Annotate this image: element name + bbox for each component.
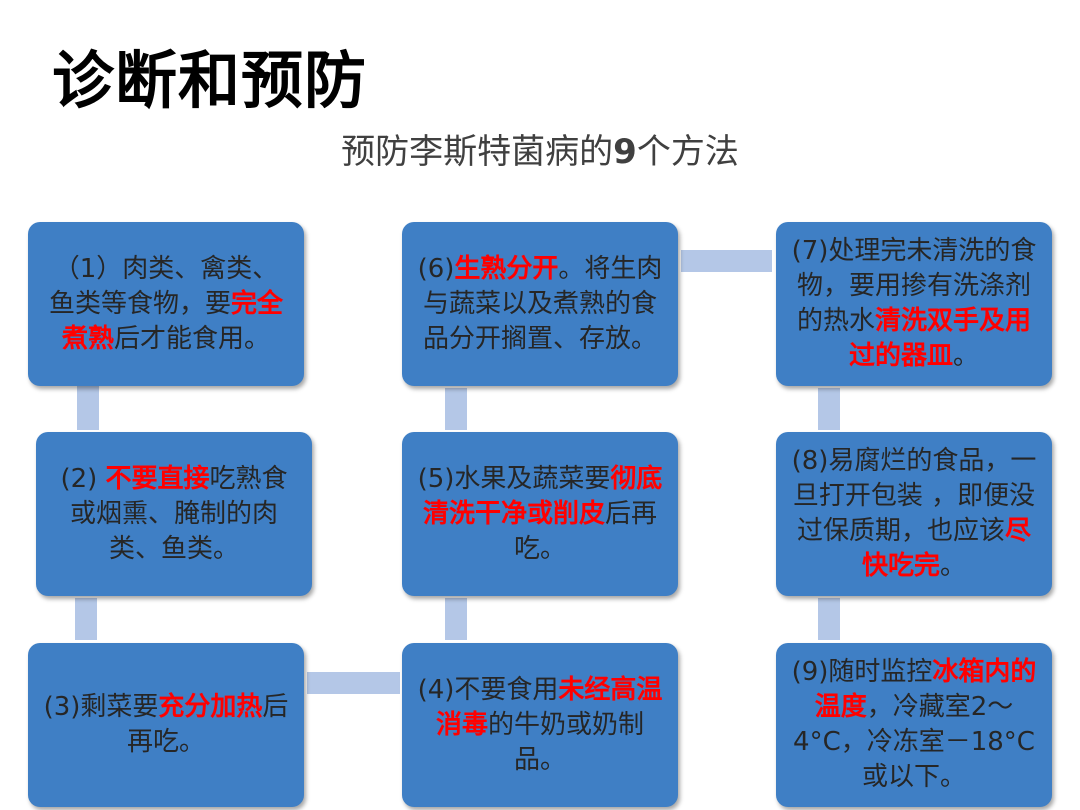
method-box-6: (6)生熟分开。将生肉与蔬菜以及煮熟的食品分开搁置、存放。: [402, 222, 678, 386]
body-text: (5)水果及蔬菜要: [417, 463, 611, 494]
highlight-text: 生熟分开: [454, 253, 559, 284]
connector-7-8: [818, 388, 840, 430]
subtitle-post: 个方法: [636, 132, 739, 172]
highlight-text: 完全煮熟: [61, 288, 284, 354]
method-box-3: (3)剩菜要充分加热后再吃。: [28, 643, 304, 807]
method-text-4: (4)不要食用未经高温消毒的牛奶或奶制品。: [416, 673, 664, 778]
method-text-2: (2) 不要直接吃熟食或烟熏、腌制的肉类、鱼类。: [50, 462, 298, 567]
body-text: 。: [953, 341, 980, 371]
method-text-5: (5)水果及蔬菜要彻底清洗干净或削皮后再吃。: [416, 462, 664, 567]
subtitle-number: 9: [613, 132, 637, 172]
body-text: (3)剩菜要: [43, 692, 159, 722]
connector-3-4: [307, 672, 400, 694]
method-text-8: (8)易腐烂的食品，一旦打开包装 ，即便没过保质期，也应该尽快吃完。: [790, 444, 1038, 584]
body-text: 。: [940, 551, 967, 581]
connector-5-6: [445, 388, 467, 430]
method-box-9: (9)随时监控冰箱内的温度，冷藏室2～4°C，冷冻室－18°C或以下。: [776, 643, 1052, 807]
page-title: 诊断和预防: [52, 44, 368, 117]
body-text: (4)不要食用: [417, 674, 559, 705]
connector-4-5: [445, 598, 467, 640]
highlight-text: 冰箱内的温度: [814, 657, 1037, 722]
connector-2-3: [75, 598, 97, 640]
body-text: 。将生肉与蔬菜以及煮熟的食品分开搁置、存放。: [422, 253, 663, 354]
method-text-7: (7)处理完未清洗的食物，要用掺有洗涤剂的热水清洗双手及用过的器皿。: [790, 234, 1038, 374]
method-text-3: (3)剩菜要充分加热后再吃。: [42, 690, 290, 760]
method-box-5: (5)水果及蔬菜要彻底清洗干净或削皮后再吃。: [402, 432, 678, 596]
method-text-9: (9)随时监控冰箱内的温度，冷藏室2～4°C，冷冻室－18°C或以下。: [790, 655, 1038, 795]
body-text: (8)易腐烂的食品，一旦打开包装 ，即便没过保质期，也应该: [791, 446, 1037, 546]
body-text: (6): [417, 253, 455, 284]
connector-6-7: [681, 250, 772, 272]
highlight-text: 彻底清洗干净或削皮: [422, 463, 663, 529]
method-box-1: （1）肉类、禽类、鱼类等食物，要完全煮熟后才能食用。: [28, 222, 304, 386]
body-text: 后才能食用。: [114, 323, 271, 354]
highlight-text: 不要直接: [105, 463, 210, 494]
highlight-text: 清洗双手及用过的器皿: [848, 306, 1032, 371]
body-text: 吃熟食或烟熏、腌制的肉类、鱼类。: [69, 463, 288, 564]
method-box-2: (2) 不要直接吃熟食或烟熏、腌制的肉类、鱼类。: [36, 432, 312, 596]
subtitle: 预防李斯特菌病的9个方法: [0, 124, 1080, 173]
method-text-6: (6)生熟分开。将生肉与蔬菜以及煮熟的食品分开搁置、存放。: [416, 252, 664, 357]
highlight-text: 充分加热: [158, 692, 263, 722]
connector-1-2: [77, 386, 99, 430]
body-text: ，冷藏室2～4°C，冷冻室－18°C或以下。: [793, 692, 1035, 792]
body-text: (7)处理完未清洗的食物，要用掺有洗涤剂的热水: [791, 236, 1037, 336]
highlight-text: 未经高温消毒: [435, 674, 663, 740]
body-text: 的牛奶或奶制品。: [488, 709, 645, 775]
body-text: 后再吃。: [513, 498, 658, 564]
connector-8-9: [818, 598, 840, 640]
method-box-7: (7)处理完未清洗的食物，要用掺有洗涤剂的热水清洗双手及用过的器皿。: [776, 222, 1052, 386]
method-box-4: (4)不要食用未经高温消毒的牛奶或奶制品。: [402, 643, 678, 807]
subtitle-pre: 预防李斯特菌病的: [341, 132, 614, 172]
method-box-8: (8)易腐烂的食品，一旦打开包装 ，即便没过保质期，也应该尽快吃完。: [776, 432, 1052, 596]
body-text: （1）肉类、禽类、鱼类等食物，要: [48, 253, 279, 319]
body-text: 后再吃。: [126, 692, 289, 757]
highlight-text: 尽快吃完: [861, 516, 1032, 581]
method-text-1: （1）肉类、禽类、鱼类等食物，要完全煮熟后才能食用。: [42, 252, 290, 357]
body-text: (9)随时监控: [791, 657, 933, 687]
body-text: (2): [60, 463, 106, 494]
